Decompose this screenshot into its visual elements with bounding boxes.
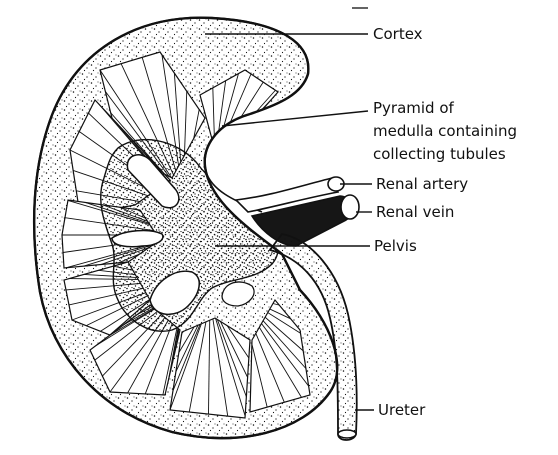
cortex-tick [194,442,195,450]
cortex-tick [101,32,105,39]
cortex-tick [304,424,308,431]
cortex-tick [21,193,29,194]
renal-vein-opening [341,195,359,219]
ureter-end [338,430,356,438]
cortex-tick [24,171,32,172]
cortex-tick [240,443,241,451]
cortex-tick [66,64,72,69]
cortex-tick [275,111,278,118]
cortex-tick [211,155,219,157]
cortex-tick [256,10,258,18]
cortex-tick [22,260,30,261]
cortex-tick [278,17,281,24]
cortex-tick [284,434,287,441]
cortex-tick [222,187,229,191]
cortex-tick [52,83,59,87]
cortex-tick [33,126,41,128]
cortex-tick [262,440,264,448]
pyramid-striations [218,142,261,194]
cortex-tick [58,364,65,369]
cortex-tick [144,12,146,20]
cortex-tick [220,139,226,144]
cortex-tick [213,172,221,174]
cortex-tick [322,410,328,416]
cortex-tick [171,438,173,446]
cortex-tick [305,282,311,287]
cortex-tick [108,411,112,418]
label-renal-artery: Renal artery [376,175,468,193]
cortex-tick [72,382,78,387]
cortex-tick [29,303,37,305]
label-pyramid-line2: medulla containing [373,122,517,140]
label-pyramid-line1: Pyramid of [373,99,455,117]
cortex-tick [234,6,235,14]
label-pelvis: Pelvis [374,237,417,255]
cortex-tick [149,432,152,439]
cortex-tick [295,100,300,106]
label-cortex: Cortex [373,25,423,43]
cortex-tick [166,7,167,15]
cortex-tick [24,282,32,283]
cortex-tick [41,104,48,107]
cortex-tick [235,127,239,134]
cortex-tick [45,345,52,349]
label-ureter: Ureter [378,401,426,419]
cortex-tick [89,397,94,403]
cortex-tick [28,148,36,150]
cortex-tick [121,21,124,28]
cortex-tick [82,47,87,53]
label-renal-vein: Renal vein [376,203,454,221]
cortex-tick [298,30,303,36]
cortex-tick [311,82,318,85]
cortex-tick [128,422,132,429]
cortex-tick [312,54,320,57]
cortex-tick [36,325,43,328]
label-pyramid-line3: collecting tubules [373,145,506,163]
